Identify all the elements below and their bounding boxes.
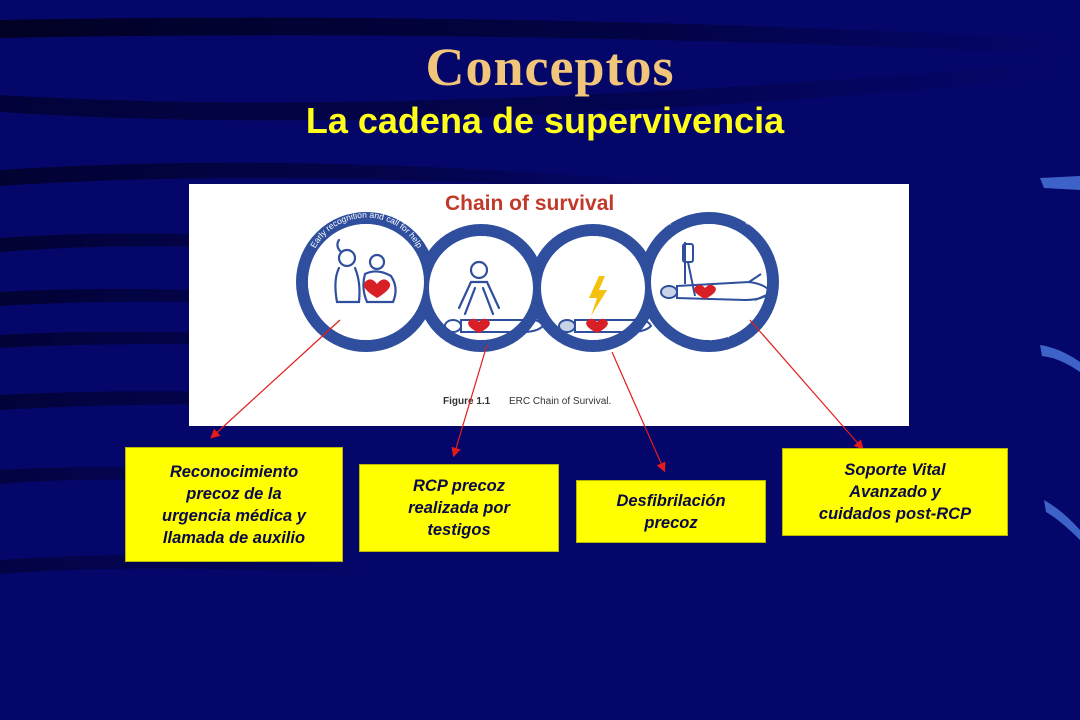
label-text-post-care: Soporte Vital Avanzado y cuidados post-R… [818,461,972,523]
label-box-post-care: Soporte Vital Avanzado y cuidados post-R… [782,448,1008,536]
chain-of-survival-figure: Chain of survival Early recognition and … [189,184,909,426]
label-box-cpr: RCP precoz realizada por testigos [359,464,559,552]
heart-icon [694,284,716,299]
heart-icon [586,318,608,333]
phone-caller-icon [334,238,397,304]
iv-drip-icon [682,242,696,297]
label-text-recognition: Reconocimiento precoz de la urgencia méd… [162,462,306,547]
heart-icon [468,318,490,333]
label-text-defibrillation: Desfibrilación precoz [616,491,726,532]
figure-caption-number: Figure 1.1 [443,396,491,407]
recovering-patient-icon [660,273,773,302]
lightning-bolt-icon [589,276,607,316]
right-edge-accents [1040,176,1080,540]
heart-icon [363,279,391,298]
figure-caption-text: ERC Chain of Survival. [509,396,611,407]
cpr-patient-icon [444,318,545,333]
label-text-cpr: RCP precoz realizada por testigos [408,477,510,539]
link2-top-text: Early CPR [459,212,503,226]
figure-heading: Chain of survival [445,192,614,215]
label-box-defibrillation: Desfibrilación precoz [576,480,766,543]
slide-subtitle: La cadena de supervivencia [305,100,785,141]
label-box-recognition: Reconocimiento precoz de la urgencia méd… [125,447,343,562]
slide-title: Conceptos [425,37,675,97]
defib-patient-icon [558,318,653,333]
cpr-rescuer-icon [457,260,501,316]
